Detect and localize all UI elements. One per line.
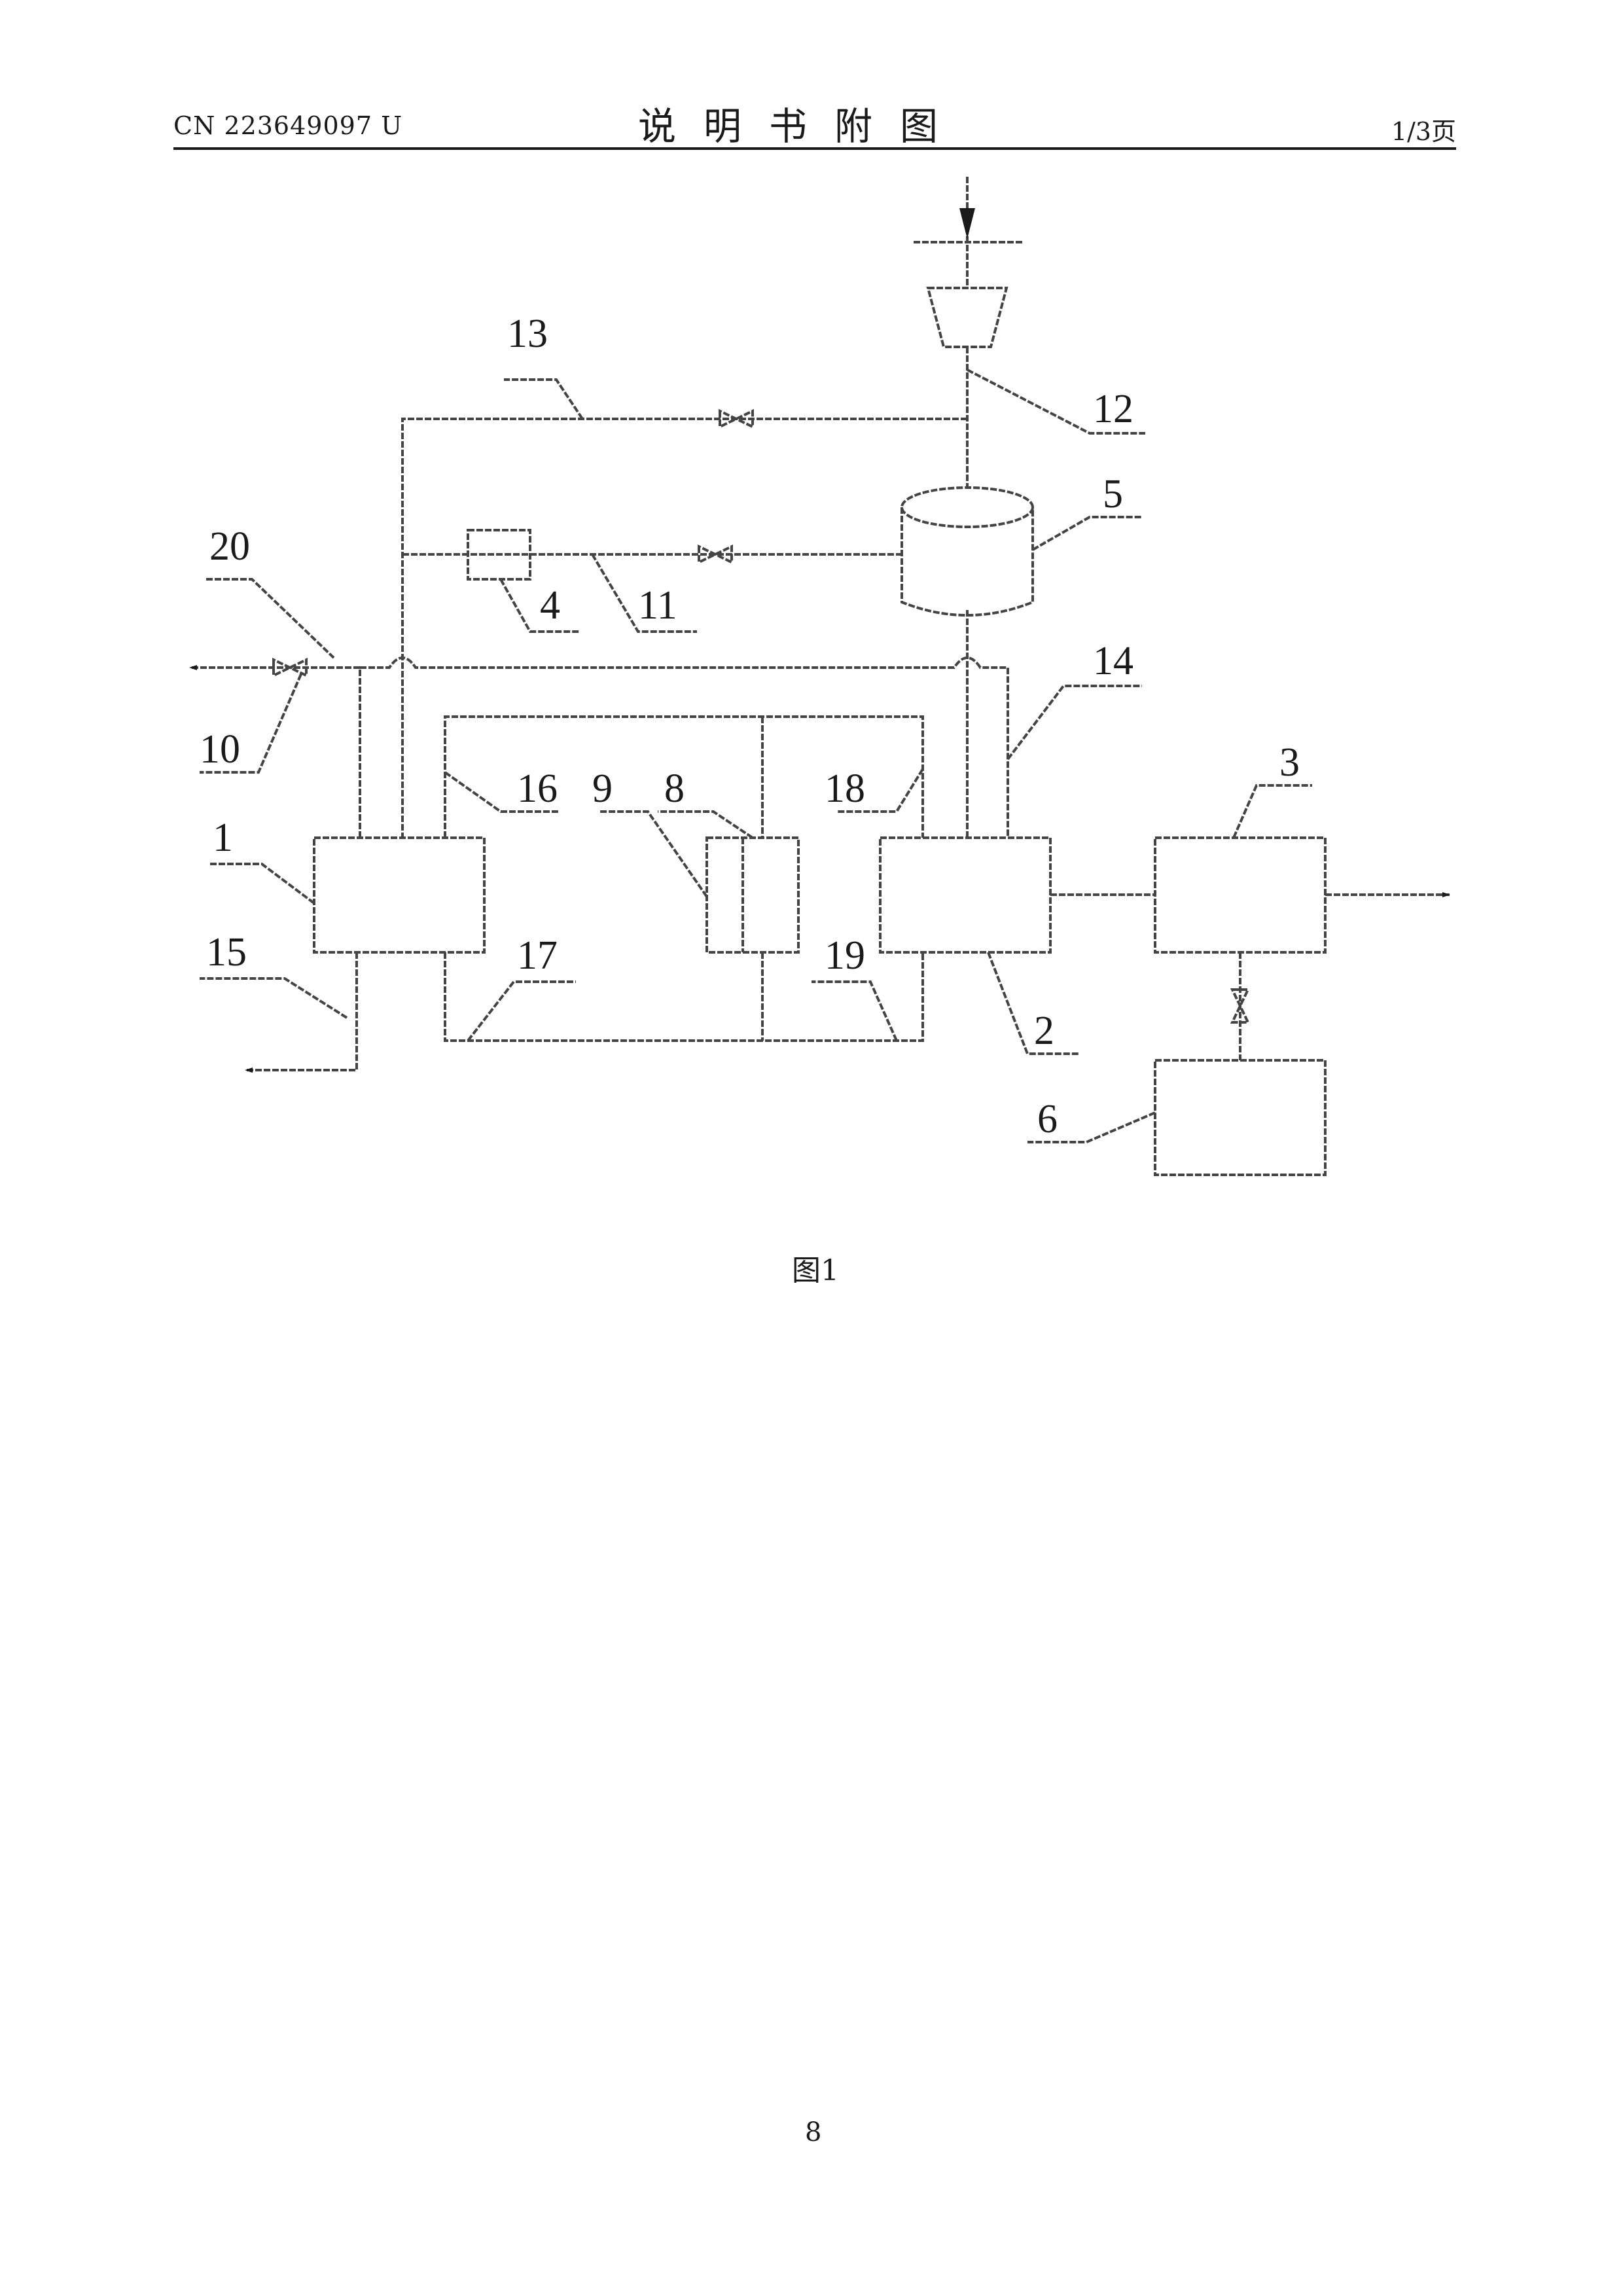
leader-9 <box>599 812 707 897</box>
box-2 <box>880 838 1050 952</box>
label-15: 15 <box>206 930 247 975</box>
tank-5 <box>902 488 1033 615</box>
compressor-12 <box>928 288 1007 347</box>
label-2: 2 <box>1034 1009 1054 1053</box>
leader-1 <box>209 864 314 903</box>
leader-19 <box>812 982 897 1041</box>
leader-3 <box>1234 785 1312 838</box>
label-20: 20 <box>209 524 250 569</box>
label-11: 11 <box>638 583 677 628</box>
leader-20 <box>206 579 334 658</box>
figure-caption: 图1 <box>792 1247 839 1289</box>
pipe-15 <box>245 952 357 1070</box>
label-1: 1 <box>213 816 233 860</box>
label-17: 17 <box>517 933 558 978</box>
leader-15 <box>200 978 347 1018</box>
leader-5 <box>1033 517 1142 550</box>
label-18: 18 <box>825 766 865 811</box>
inlet-arrowhead <box>959 208 975 239</box>
label-6: 6 <box>1037 1097 1058 1141</box>
label-9: 9 <box>592 766 613 811</box>
label-3: 3 <box>1279 740 1300 785</box>
leader-8 <box>658 812 753 838</box>
label-8: 8 <box>664 766 685 811</box>
label-14: 14 <box>1093 639 1133 683</box>
pipe-13 <box>402 419 967 838</box>
box-1 <box>314 838 484 952</box>
box-3 <box>1155 838 1325 952</box>
label-13: 13 <box>507 312 548 356</box>
leader-17 <box>468 982 576 1041</box>
box-6 <box>1155 1060 1325 1175</box>
box-8-9 <box>707 838 798 952</box>
label-16: 16 <box>517 766 558 811</box>
label-5: 5 <box>1103 472 1123 516</box>
label-12: 12 <box>1093 387 1133 431</box>
label-19: 19 <box>825 933 865 978</box>
page-number: 8 <box>805 2117 821 2147</box>
leader-14 <box>1008 686 1142 759</box>
label-10: 10 <box>200 727 240 772</box>
leader-13 <box>504 380 582 419</box>
label-4: 4 <box>540 583 560 628</box>
